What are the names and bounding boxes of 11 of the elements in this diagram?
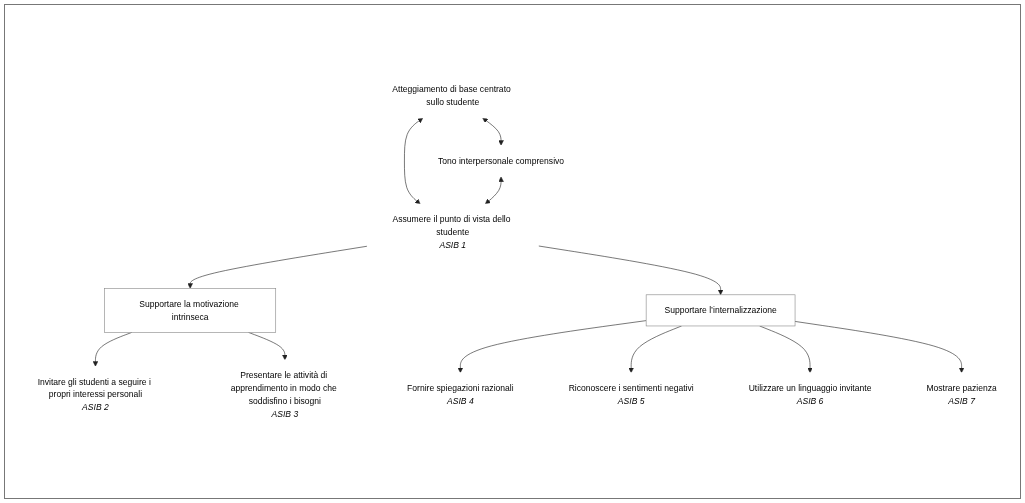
node-text: Fornire spiegazioni razionali ASIB 4 [407, 382, 514, 406]
node-box: Supportare la motivazione intrinseca [104, 287, 277, 333]
node-text: Utilizzare un linguaggio invitante ASIB 6 [748, 382, 872, 406]
node-text: Mostrare pazienza ASIB 7 [926, 382, 997, 406]
node-text: Riconoscere i sentimenti negativi ASIB 5 [568, 382, 694, 406]
node-text: Atteggiamento di base centrato sullo studente [392, 84, 511, 107]
node-text: Invitare gli studenti a seguire i propri interessi personali ASIB 2 [37, 376, 151, 412]
node-text: Tono interpersonale comprensivo [438, 155, 565, 166]
node-box: Supportare l’internalizzazione [645, 294, 796, 327]
node-text: Presentare le attività di apprendimento in modo che soddisfino i bisogni ASIB 3 [230, 370, 337, 419]
node-text: Assumere il punto di vista dello studente ASIB 1 [392, 214, 511, 250]
